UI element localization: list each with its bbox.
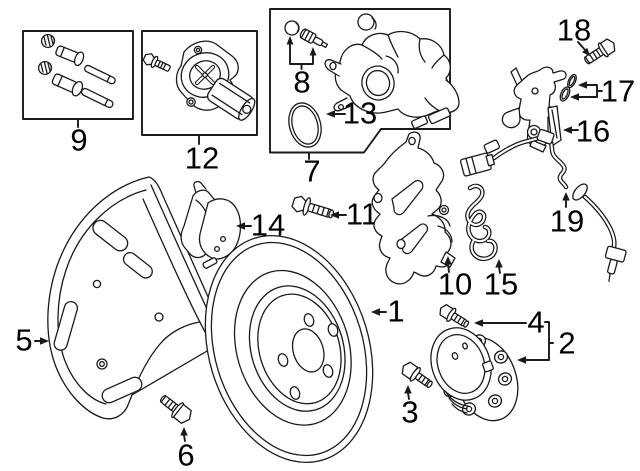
guide-pin-icon [80, 64, 116, 109]
part-hub-bolt-upper [439, 304, 470, 328]
piston-o-ring-icon [288, 102, 322, 148]
callout-12[interactable]: 12 [185, 134, 219, 176]
callout-7-label[interactable]: 7 [303, 154, 320, 189]
callout-6-label[interactable]: 6 [177, 438, 194, 471]
callout-8[interactable]: 8 [286, 36, 317, 100]
part-retaining-spring-clip [465, 183, 498, 262]
callout-4-label[interactable]: 4 [527, 305, 544, 340]
callout-4-2-bracket[interactable]: 4 2 [474, 305, 576, 364]
callout-3-label[interactable]: 3 [401, 395, 418, 430]
callout-5-label[interactable]: 5 [15, 323, 32, 358]
part-caliper-guide-pin-kit [22, 30, 134, 120]
callout-13[interactable]: 13 [326, 96, 377, 131]
part-brake-pads [180, 180, 252, 269]
bleeder-screw-icon [299, 28, 329, 49]
cap-icon [37, 33, 56, 76]
callout-12-label[interactable]: 12 [185, 141, 219, 176]
part-bracket-bolt [584, 38, 616, 65]
callout-19-label[interactable]: 19 [550, 204, 584, 239]
part-wheel-speed-sensor-harness [459, 128, 627, 282]
part-wheel-hub-bearing [430, 327, 519, 422]
callout-1[interactable]: 1 [371, 294, 405, 329]
part-shield-bolt [159, 395, 192, 424]
callout-7[interactable]: 7 [303, 151, 321, 189]
part-caliper-anchor-bracket [371, 131, 456, 285]
part-cable-bracket [501, 66, 567, 153]
bleeder-cap-icon [284, 20, 300, 36]
caliper-body-icon [324, 13, 460, 129]
callout-18-label[interactable]: 18 [557, 13, 591, 48]
actuator-bolt-icon [142, 53, 171, 72]
callout-17[interactable]: 17 [570, 74, 635, 109]
callout-11[interactable]: 11 [330, 197, 378, 232]
callout-8-label[interactable]: 8 [293, 65, 310, 100]
callout-10-label[interactable]: 10 [438, 267, 472, 302]
guide-pin-boot-icon [51, 45, 85, 97]
part-hub-bolt-lower [401, 361, 433, 389]
part-brake-rotor [204, 234, 374, 464]
motor-can-icon [206, 77, 256, 121]
part-bracket-guide-bolt [291, 195, 335, 219]
callout-19[interactable]: 19 [550, 192, 584, 239]
callout-13-label[interactable]: 13 [343, 96, 377, 131]
callout-9[interactable]: 9 [70, 118, 88, 158]
callout-5[interactable]: 5 [15, 323, 49, 358]
callout-15[interactable]: 15 [484, 259, 518, 302]
part-seal-rings [559, 73, 577, 102]
sensor-tip-icon [604, 245, 627, 282]
callout-16-label[interactable]: 16 [576, 114, 610, 149]
callout-16[interactable]: 16 [563, 114, 610, 149]
callout-3[interactable]: 3 [401, 385, 419, 430]
callout-6[interactable]: 6 [177, 427, 195, 471]
callout-17-label[interactable]: 17 [601, 74, 635, 109]
harness-connector-icon [459, 152, 496, 177]
callout-2-label[interactable]: 2 [558, 326, 575, 361]
part-parking-brake-actuator [141, 30, 258, 136]
callout-9-label[interactable]: 9 [70, 123, 87, 158]
callout-15-label[interactable]: 15 [484, 267, 518, 302]
part-brake-caliper-kit [269, 8, 460, 154]
callout-10[interactable]: 10 [438, 256, 472, 302]
callout-18[interactable]: 18 [557, 13, 591, 57]
callout-1-label[interactable]: 1 [387, 294, 404, 329]
